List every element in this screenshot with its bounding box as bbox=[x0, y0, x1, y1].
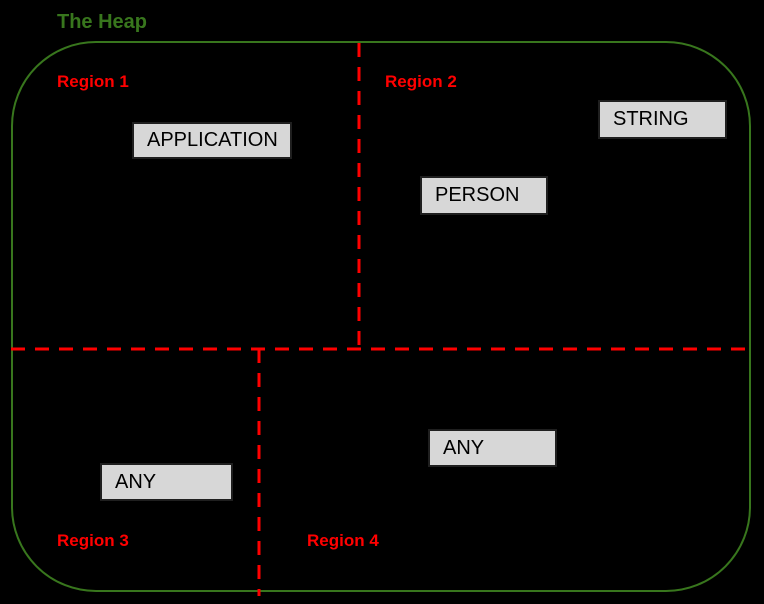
person-object-box: PERSON bbox=[420, 176, 548, 215]
region-1-label: Region 1 bbox=[57, 72, 129, 91]
any-object-box-region4: ANY bbox=[428, 429, 557, 467]
string-object-box: STRING bbox=[598, 100, 727, 139]
heap-title: The Heap bbox=[57, 11, 148, 33]
any-object-box-region3: ANY bbox=[100, 463, 233, 501]
region-4-label: Region 4 bbox=[307, 531, 379, 550]
heap-boundary-outline bbox=[11, 41, 751, 592]
region-2-label: Region 2 bbox=[385, 72, 457, 91]
region-3-label: Region 3 bbox=[57, 531, 129, 550]
application-object-box: APPLICATION bbox=[132, 122, 292, 159]
